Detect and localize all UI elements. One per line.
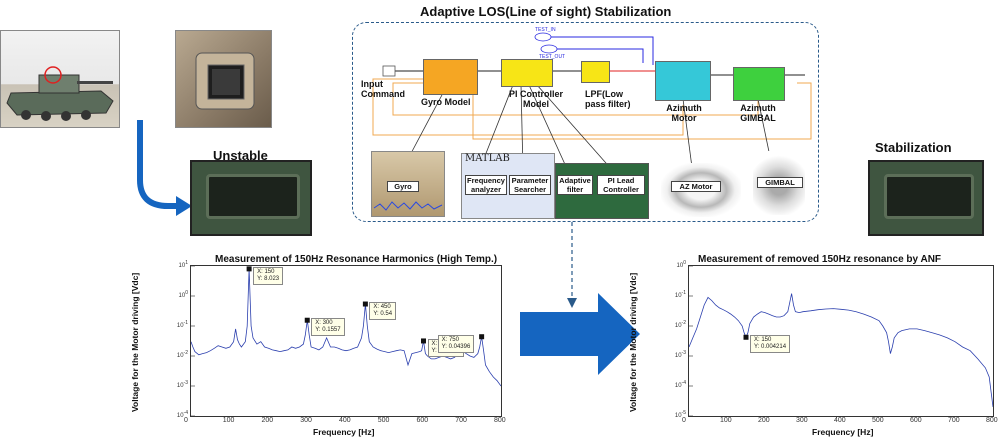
left-plot-xtick-label: 700 [455, 417, 467, 424]
left-plot-xtick-label: 500 [377, 417, 390, 424]
right-plot-ytick-label: 10-2 [674, 320, 686, 329]
vehicle-drawing [6, 66, 114, 121]
right-plot-xtick-label: 800 [986, 417, 998, 424]
right-plot-xtick-label: 700 [948, 417, 960, 424]
pi-controller-block [501, 59, 553, 87]
tag-frequency-analyzer: Frequency analyzer [465, 175, 507, 195]
tag-parameter-searcher: Parameter Searcher [509, 175, 551, 195]
left-plot-xtick-label: 600 [416, 417, 429, 424]
left-plot-ytick-label: 10-1 [176, 320, 188, 329]
right-plot-svg [688, 265, 994, 417]
left-plot-xtick-label: 100 [222, 417, 235, 424]
lpf-label: LPF(Low pass filter) [585, 89, 631, 109]
main-title: Adaptive LOS(Line of sight) Stabilizatio… [420, 4, 672, 19]
left-plot-ytick-label: 100 [178, 290, 188, 299]
arrow-to-unstable [137, 120, 178, 209]
right-plot-datatip-marker[interactable] [743, 334, 749, 340]
azimuth-gimbal-block [733, 67, 785, 101]
azimuth-motor-label: Azimuth Motor [666, 103, 702, 123]
right-plot-ytick-label: 10-1 [674, 290, 686, 299]
stabilization-diagram: TEST_IN TEST_OUT Input Command Gyro Mode… [352, 22, 819, 222]
tag-az-motor: AZ Motor [671, 181, 721, 192]
left-plot-ytick-label: 10-4 [176, 410, 188, 419]
right-plot-xlabel: Frequency [Hz] [812, 427, 874, 437]
left-plot-series-line [190, 268, 502, 387]
right-plot-xtick-label: 200 [758, 417, 770, 424]
left-plot-xtick-label: 300 [300, 417, 312, 424]
right-plot-xtick-label: 600 [910, 417, 922, 424]
matlab-logo: MATLAB [465, 153, 510, 164]
left-plot-xtick-label: 200 [261, 417, 274, 424]
right-plot-xtick-label: 100 [720, 417, 732, 424]
left-plot-ytick-label: 10-3 [176, 380, 188, 389]
right-plot-xtick-label: 0 [682, 417, 686, 424]
vehicle-photo [0, 30, 120, 128]
azimuth-motor-block [655, 61, 711, 101]
tag-gyro: Gyro [387, 181, 419, 192]
left-plot-xtick-label: 0 [184, 417, 188, 424]
turret-photo [175, 30, 272, 128]
left-plot-ytick-label: 10-2 [176, 350, 188, 359]
left-plot-xtick-label: 400 [339, 417, 351, 424]
right-plot-title: Measurement of removed 150Hz resonance b… [698, 254, 942, 265]
lpf-block [581, 61, 610, 83]
tag-gimbal: GIMBAL [757, 177, 803, 188]
left-plot-datatip-marker[interactable] [479, 334, 485, 340]
left-plot-datatip-marker[interactable] [362, 301, 368, 307]
right-plot-xtick-label: 500 [872, 417, 884, 424]
left-plot-ytick-label: 101 [178, 260, 188, 269]
pi-controller-label: PI Controller Model [508, 89, 563, 109]
left-plot-title: Measurement of 150Hz Resonance Harmonics… [215, 254, 498, 265]
left-plot-datatip-marker[interactable] [421, 338, 426, 344]
azimuth-gimbal-label: Azimuth GIMBAL [740, 103, 776, 123]
tag-pi-lead-controller: PI Lead Controller [597, 175, 645, 195]
right-plot-series-line [688, 293, 994, 408]
unstable-photo [190, 160, 312, 236]
right-plot-xtick-label: 300 [796, 417, 808, 424]
right-plot-ytick-label: 10-5 [674, 410, 686, 419]
gyro-model-label: Gyro Model [421, 97, 471, 107]
right-plot-ytick-label: 10-4 [674, 380, 686, 389]
test-in-label: TEST_IN [535, 27, 556, 33]
right-plot-ytick-label: 10-3 [674, 350, 686, 359]
left-plot-xlabel: Frequency [Hz] [313, 427, 375, 437]
turret-drawing [195, 52, 255, 110]
gyro-model-block [423, 59, 478, 95]
left-plot-datatip-marker[interactable] [304, 317, 310, 323]
tag-adaptive-filter: Adaptive filter [557, 175, 593, 195]
unstable-label: Unstable [213, 148, 268, 163]
highlight-circle [44, 66, 62, 84]
big-right-arrow [520, 293, 640, 375]
right-plot-ylabel: Voltage for the Motor driving [Vdc] [628, 272, 638, 412]
test-out-label: TEST_OUT [539, 54, 566, 60]
diagram-wires [372, 32, 812, 176]
left-plot-ylabel: Voltage for the Motor driving [Vdc] [130, 272, 140, 412]
left-plot-xtick-label: 800 [494, 417, 506, 424]
input-command-label: Input Command [361, 79, 406, 99]
right-plot-ytick-label: 100 [676, 260, 686, 269]
stabilization-photo [868, 160, 984, 236]
stabilization-label: Stabilization [875, 140, 952, 155]
right-plot-xtick-label: 400 [834, 417, 846, 424]
left-plot-datatip-marker[interactable] [246, 266, 252, 272]
